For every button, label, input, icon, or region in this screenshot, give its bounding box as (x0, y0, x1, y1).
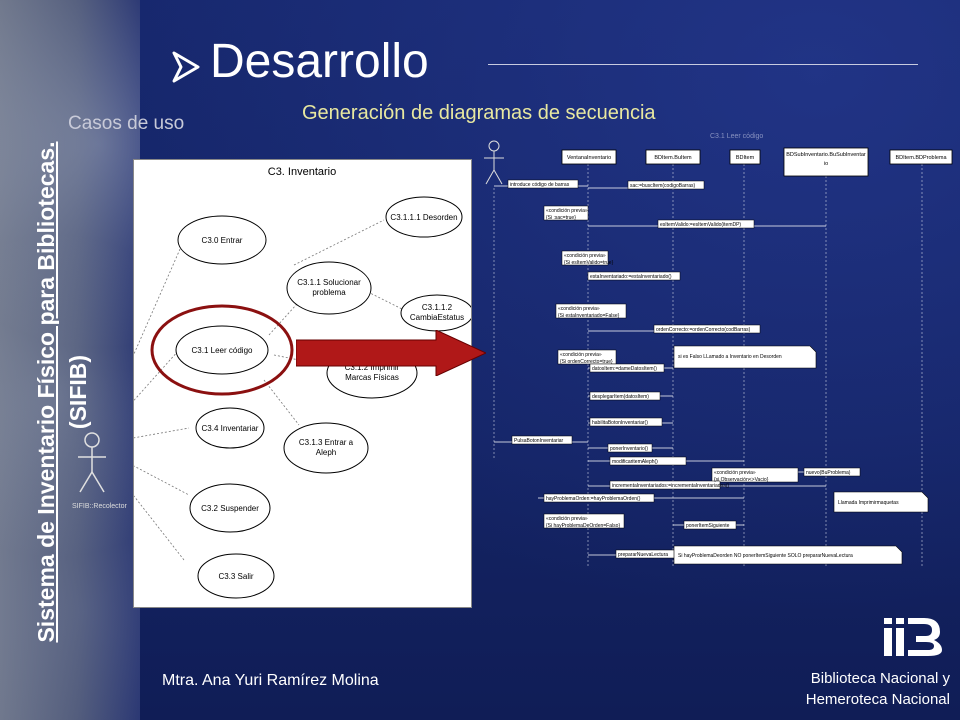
institution-line1: Biblioteca Nacional y (810, 670, 950, 687)
seq-msg-4: esItemValido:=esItemValido(itemDP) (660, 222, 741, 228)
author-name: Mtra. Ana Yuri Ramírez Molina (162, 672, 379, 689)
seq-msg-12: habilitaBotonInventariar() (592, 420, 648, 426)
uc-desorden: C3.1.1.1 Desorden (390, 213, 457, 222)
uc-imprimir-2: Marcas Físicas (345, 373, 399, 382)
uc-imprimir-1: C3.1.2 Imprimir (345, 363, 400, 372)
seq-msg-17: nuevo(BuProblema) (806, 470, 851, 476)
uc-leer: C3.1 Leer código (192, 346, 253, 355)
uc-solucionar-1: C3.1.1 Solucionar (297, 278, 361, 287)
use-case-diagram: C3. Inventario C3.0 Entrar C3.1 Leer cód… (133, 159, 472, 608)
highlight-ring (150, 304, 294, 396)
seq-msg-1: introduce código de barras (510, 182, 570, 188)
sequence-diagram: C3.1 Leer código VentanaInventario BDIte… (484, 133, 953, 568)
arrow-bullet-icon (172, 51, 200, 83)
seq-note-2: Llamada Imprimirmaquetas (838, 500, 899, 506)
seq-msg-18: incrementaInventariados:=incrementaInven… (612, 483, 729, 489)
uc-salir: C3.3 Salir (218, 572, 253, 581)
seq-msg-7b: {Si estaInventariado=False} (558, 313, 620, 319)
seq-msg-16b: {si Observación<>Vacio} (714, 477, 769, 483)
seq-msg-19: hayProblemaOrden:=hayProblemaOrden() (546, 496, 641, 502)
seq-msg-7a: «condición previa» (558, 306, 600, 312)
seq-msg-20b: {Si hayProblemaDeOrden=Falso} (546, 523, 620, 529)
seq-msg-13: PulsaBotonInventariar (514, 438, 564, 444)
institution-logo-icon (884, 618, 942, 656)
seq-note-3: Si hayProblemaDeorden NO ponerItemSiguie… (678, 553, 853, 559)
actor-label: SIFIB::Recolector (72, 503, 128, 510)
seq-msg-14: ponerInventario() (610, 446, 648, 452)
seq-object-2: BDItem.BuItem (654, 155, 692, 161)
uc-cambia-2: CambiaEstatus (410, 313, 464, 322)
uc-entrar: C3.0 Entrar (202, 236, 243, 245)
seq-msg-2: sac:=buscItem(codigoBarras) (630, 183, 696, 189)
seq-msg-9a: «condición previa» (560, 352, 602, 358)
page-subtitle: Generación de diagramas de secuencia (302, 102, 656, 124)
uc-solucionar-2: problema (312, 288, 346, 297)
seq-object-5: BDItem.BDProblema (895, 155, 947, 161)
seq-msg-5b: {Si esItemValido=true} (564, 260, 614, 266)
seq-msg-16a: «condición previa» (714, 470, 756, 476)
page-title: Desarrollo (210, 35, 429, 88)
seq-object-1: VentanaInventario (567, 155, 611, 161)
institution-line2: Hemeroteca Nacional (805, 691, 950, 708)
section-label: Casos de uso (68, 113, 185, 134)
seq-msg-21: ponerItemSiguiente (686, 523, 730, 529)
institution-name: Biblioteca Nacional y Hemeroteca Naciona… (760, 668, 950, 710)
usecase-title: C3. Inventario (268, 166, 336, 178)
left-decorative-strip (0, 0, 140, 720)
seq-object-4a: BDSubInventario.BuSubInventar (786, 152, 866, 158)
vertical-title-line2: (SIFIB) (65, 354, 91, 430)
seq-msg-22: prepararNuevaLectura (618, 552, 668, 558)
seq-object-3: BDItem (736, 155, 755, 161)
seq-msg-3a: «condición previa» (546, 208, 588, 214)
seq-msg-10: datosItem:=dameDatosItem() (592, 366, 657, 372)
big-arrow-icon (296, 330, 486, 376)
seq-msg-15: modificaritemAleph() (612, 459, 658, 465)
actor-icon: SIFIB::Recolector (72, 432, 128, 510)
uc-cambia-1: C3.1.1.2 (422, 303, 453, 312)
seq-msg-3b: {Si :sac=true} (546, 215, 576, 221)
seq-msg-11: desplegarItem(datosItem) (592, 394, 649, 400)
uc-inventariar: C3.4 Inventariar (202, 424, 259, 433)
seq-msg-6: estaInventariado:=estaInventariado() (590, 274, 672, 280)
vertical-title-line1: Sistema de Inventario Físico para Biblio… (33, 141, 59, 643)
seq-msg-20a: «condición previa» (546, 516, 588, 522)
seq-msg-8: ordenCorrecto:=ordenCorrecto(codBarras) (656, 327, 751, 333)
uc-suspender: C3.2 Suspender (201, 504, 259, 513)
seq-object-4b: io (824, 161, 828, 167)
notes (673, 345, 929, 565)
uc-aleph-2: Aleph (316, 448, 336, 457)
object-boxes (561, 147, 953, 177)
seq-diagram-label: C3.1 Leer código (710, 133, 763, 140)
uc-aleph-1: C3.1.3 Entrar a (299, 438, 354, 447)
seq-note-1: si es Falso LLamado a Inventario en Deso… (678, 354, 782, 360)
title-divider (488, 64, 918, 65)
seq-msg-5a: «condición previa» (564, 253, 606, 259)
seq-msg-9b: {Si ordenCorrecto=true} (560, 359, 613, 365)
vertical-title: Sistema de Inventario Físico para Biblio… (30, 72, 110, 712)
